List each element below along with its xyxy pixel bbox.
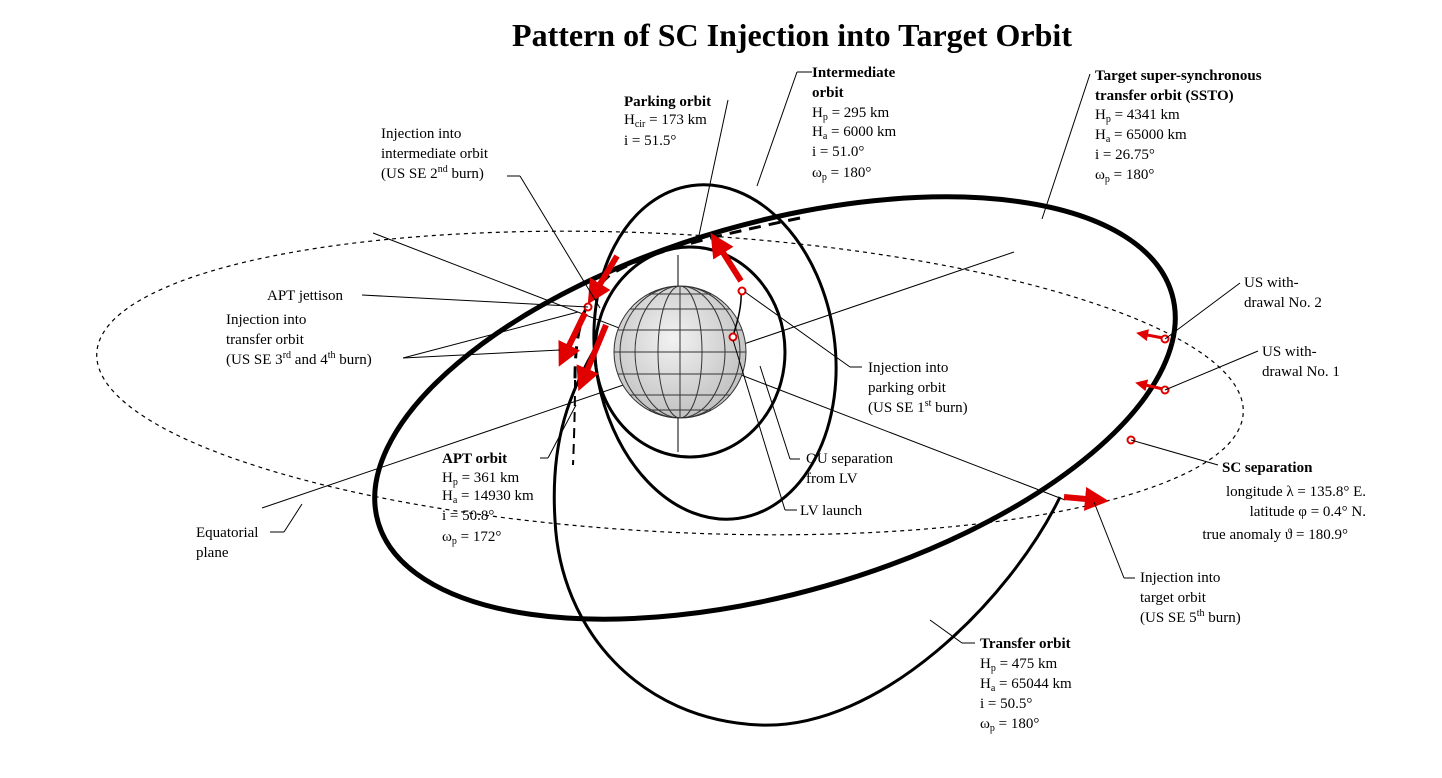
- intermediate-orbit-name-1: Intermediate: [812, 65, 896, 81]
- transfer-orbit-label: Transfer orbit Hp = 475 km Ha = 65044 km…: [980, 636, 1072, 734]
- equatorial-line-2: plane: [196, 545, 229, 561]
- equatorial-plane-ellipse: [96, 230, 1244, 536]
- inj-transfer-line-3: (US SE 3rd and 4th burn): [226, 350, 372, 368]
- burn-arrow-parking: [710, 232, 744, 283]
- target-orbit-name-1: Target super-synchronous: [1095, 68, 1262, 84]
- us-withdrawal-1-label: US with- drawal No. 1: [1262, 344, 1340, 380]
- target-orbit-label: Target super-synchronous transfer orbit …: [1095, 68, 1262, 185]
- parking-orbit-name: Parking orbit: [624, 94, 711, 110]
- injection-transfer-label: Injection into transfer orbit (US SE 3rd…: [226, 312, 372, 368]
- target-orbit-w: ωp = 180°: [1095, 167, 1154, 185]
- us-withdrawal-1-line-2: drawal No. 1: [1262, 364, 1340, 380]
- apt-orbit-descent-dashed: [572, 379, 576, 466]
- withdrawal-arrow-2: [1136, 329, 1164, 342]
- inj-target-line-3: (US SE 5th burn): [1140, 608, 1241, 626]
- parking-orbit-label: Parking orbit Hcir = 173 km i = 51.5°: [624, 94, 711, 149]
- intermediate-orbit-w: ωp = 180°: [812, 165, 871, 183]
- ou-separation-line-2: from LV: [806, 471, 858, 487]
- intermediate-orbit-hp: Hp = 295 km: [812, 105, 890, 123]
- parking-orbit-h: Hcir = 173 km: [624, 112, 707, 130]
- sc-separation-name: SC separation: [1222, 460, 1313, 476]
- us-withdrawal-2-label: US with- drawal No. 2: [1244, 275, 1322, 311]
- parking-orbit-i: i = 51.5°: [624, 133, 676, 149]
- us-withdrawal-2-line-2: drawal No. 2: [1244, 295, 1322, 311]
- intermediate-orbit-i: i = 51.0°: [812, 144, 864, 160]
- inj-intermediate-line-3: (US SE 2nd burn): [381, 164, 484, 182]
- intermediate-orbit-name-2: orbit: [812, 85, 844, 101]
- ou-separation-line-1: OU separation: [806, 451, 894, 467]
- inj-parking-line-2: parking orbit: [868, 380, 947, 396]
- us-withdrawal-2-line-1: US with-: [1244, 275, 1299, 291]
- inj-transfer-line-2: transfer orbit: [226, 332, 305, 348]
- target-orbit-ellipse: [372, 194, 1178, 622]
- us-withdrawal-1-line-1: US with-: [1262, 344, 1317, 360]
- burn-arrow-transfer-3: [558, 311, 588, 367]
- sc-separation-longitude: longitude λ = 135.8° E.: [1226, 484, 1366, 500]
- injection-target-label: Injection into target orbit (US SE 5th b…: [1140, 570, 1241, 626]
- intermediate-orbit-label: Intermediate orbit Hp = 295 km Ha = 6000…: [812, 65, 897, 183]
- equatorial-line-1: Equatorial: [196, 525, 258, 541]
- inj-intermediate-line-2: intermediate orbit: [381, 146, 489, 162]
- target-orbit-hp: Hp = 4341 km: [1095, 107, 1180, 125]
- apt-orbit-i: i = 50.8°: [442, 508, 494, 524]
- inj-transfer-line-1: Injection into: [226, 312, 306, 328]
- transfer-orbit-i: i = 50.5°: [980, 696, 1032, 712]
- apt-jettison-label: APT jettison: [267, 288, 343, 304]
- apt-orbit-ha: Ha = 14930 km: [442, 488, 534, 506]
- transfer-orbit-hp: Hp = 475 km: [980, 656, 1058, 674]
- inj-parking-line-3: (US SE 1st burn): [868, 398, 968, 416]
- intermediate-orbit-ha: Ha = 6000 km: [812, 124, 897, 142]
- sc-separation-label: SC separation longitude λ = 135.8° E. la…: [1202, 460, 1366, 543]
- earth-globe: [613, 285, 747, 419]
- inj-parking-line-1: Injection into: [868, 360, 948, 376]
- transfer-orbit-w: ωp = 180°: [980, 716, 1039, 734]
- injection-parking-label: Injection into parking orbit (US SE 1st …: [868, 360, 968, 416]
- page-title: Pattern of SC Injection into Target Orbi…: [512, 17, 1072, 53]
- target-orbit-i: i = 26.75°: [1095, 147, 1155, 163]
- inj-intermediate-line-1: Injection into: [381, 126, 461, 142]
- apt-orbit-hp: Hp = 361 km: [442, 470, 520, 488]
- lv-launch-label: LV launch: [800, 503, 863, 519]
- burn-arrow-intermediate: [587, 254, 620, 305]
- sc-separation-true-anomaly: true anomaly ϑ = 180.9°: [1202, 527, 1348, 543]
- apt-orbit-w: ωp = 172°: [442, 529, 501, 547]
- burn-arrow-target: [1063, 486, 1109, 511]
- target-orbit-name-2: transfer orbit (SSTO): [1095, 88, 1234, 104]
- transfer-orbit-path: [552, 339, 1062, 727]
- equatorial-plane-label: Equatorial plane: [196, 525, 258, 561]
- transfer-orbit-ha: Ha = 65044 km: [980, 676, 1072, 694]
- leader-lines: [270, 71, 1259, 644]
- ou-separation-label: OU separation from LV: [806, 451, 894, 487]
- marker-parking-injection: [737, 286, 747, 296]
- apt-orbit-name: APT orbit: [442, 451, 507, 467]
- apt-orbit-dashed-path: [573, 216, 801, 381]
- sc-separation-latitude: latitude φ = 0.4° N.: [1250, 504, 1366, 520]
- target-orbit-ha: Ha = 65000 km: [1095, 127, 1187, 145]
- apt-orbit-label: APT orbit Hp = 361 km Ha = 14930 km i = …: [442, 451, 534, 547]
- withdrawal-arrow-1: [1135, 379, 1164, 392]
- transfer-orbit-name: Transfer orbit: [980, 636, 1071, 652]
- inj-target-line-2: target orbit: [1140, 590, 1207, 606]
- marker-lv-launch: [728, 332, 738, 342]
- injection-intermediate-label: Injection into intermediate orbit (US SE…: [381, 126, 489, 182]
- burn-arrow-transfer-4: [576, 323, 609, 392]
- inj-target-line-1: Injection into: [1140, 570, 1220, 586]
